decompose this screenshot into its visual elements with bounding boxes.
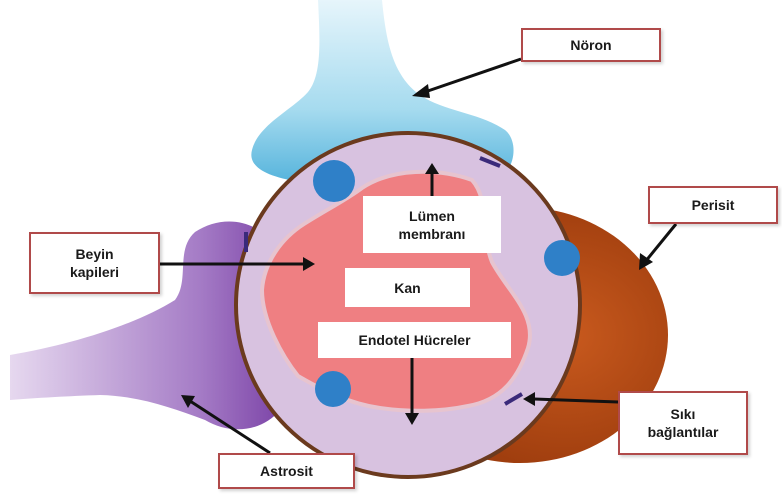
- arrow-noron: [412, 59, 521, 98]
- label-noron: Nöron: [521, 28, 661, 62]
- label-kan: Kan: [345, 268, 470, 307]
- label-beyin-line1: Beyin: [75, 245, 113, 263]
- nucleus: [544, 240, 580, 276]
- label-lumen-line2: membranı: [399, 225, 466, 243]
- label-lumen-membrani: Lümen membranı: [363, 196, 501, 253]
- arrow-perisit: [639, 224, 676, 270]
- nucleus: [313, 160, 355, 202]
- label-perisit: Perisit: [648, 186, 778, 224]
- nucleus: [315, 371, 351, 407]
- label-siki-baglantilar: Sıkı bağlantılar: [618, 391, 748, 455]
- label-lumen-line1: Lümen: [409, 207, 455, 225]
- label-noron-text: Nöron: [570, 36, 611, 54]
- label-siki-line2: bağlantılar: [648, 423, 719, 441]
- label-beyin-line2: kapileri: [70, 263, 119, 281]
- label-perisit-text: Perisit: [692, 196, 735, 214]
- label-beyin-kapileri: Beyin kapileri: [29, 232, 160, 294]
- label-endotel-hucreler: Endotel Hücreler: [318, 322, 511, 358]
- label-astrosit: Astrosit: [218, 453, 355, 489]
- label-siki-line1: Sıkı: [671, 405, 696, 423]
- label-kan-text: Kan: [394, 279, 420, 297]
- label-astrosit-text: Astrosit: [260, 462, 313, 480]
- label-endotel-text: Endotel Hücreler: [358, 331, 470, 349]
